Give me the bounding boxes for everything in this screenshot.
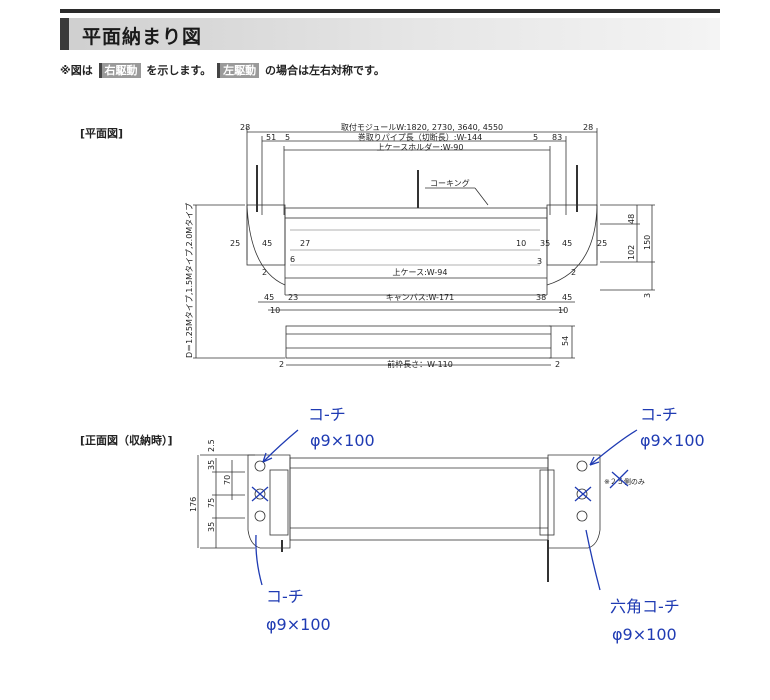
plan-view-text: 取付モジュールW:1820, 2730, 3640, 4550 巻取りパイプ長（… [185,122,652,369]
front-vdim-35a: 35 [207,460,216,470]
front-vdim-70: 70 [223,475,232,485]
vdim-150: 150 [643,235,652,250]
dim-right-10: 10 [516,239,526,248]
dim-left-25: 25 [230,239,240,248]
header-marker [60,18,69,50]
front-view-label: [正面図（収納時）] [80,434,173,447]
canvas-dim: キャンバス:W-171 [386,293,454,302]
plan-view-drawing [193,128,655,366]
handwritten-notes: コ-チ φ9×100 コ-チ φ9×100 コ-チ φ9×100 六角コ-チ φ… [266,405,705,644]
dim-right-45: 45 [562,239,572,248]
pipe-dim: 巻取りパイプ長（切断長）:W-144 [358,132,482,142]
module-dim: 取付モジュールW:1820, 2730, 3640, 4550 [341,122,503,132]
front-vdim-2-5: 2.5 [207,439,216,452]
vdim-102: 102 [627,245,636,260]
front-vdim-176: 176 [189,497,198,512]
hw-bottom-left-line2: φ9×100 [266,615,331,634]
dim-right-35: 35 [540,239,550,248]
front-frame-dim: 前枠長さ：W-110 [387,359,453,369]
vdim-48: 48 [627,214,636,224]
note-suffix: の場合は左右対称です。 [264,64,385,77]
front-view-text: 2.5 35 70 75 35 176 ※２５側のみ [189,439,645,532]
dim-right-25: 25 [597,239,607,248]
dim-right-83: 83 [552,133,562,142]
header-rule [60,9,720,13]
dim-right-3: 3 [537,257,542,266]
handwritten-marks [251,429,638,591]
dim-bottom-45-right: 45 [562,293,572,302]
drive-note: ※図は 右駆動 を示します。 左駆動 の場合は左右対称です。 [60,62,385,78]
dim-left-2: 2 [262,268,267,277]
front-vdim-75: 75 [207,498,216,508]
note-prefix: ※図は [60,64,93,77]
upper-case-dim: 上ケース:W-94 [393,268,448,277]
dim-left-5: 5 [285,133,290,142]
dim-left-27: 27 [300,239,310,248]
left-drive-tag: 左駆動 [217,63,260,78]
note-middle: を示します。 [146,64,212,77]
holder-dim: 上ケースホルダー:W-90 [377,142,464,152]
dim-bottom-45: 45 [264,293,274,302]
dim-right-2: 2 [571,268,576,277]
hw-top-left-line1: コ-チ [308,405,346,424]
right-drive-tag: 右駆動 [98,63,141,78]
right-side-note: ※２５側のみ [604,477,645,486]
vdim-3: 3 [643,293,652,298]
dim-left-51: 51 [266,133,276,142]
page-title: 平面納まり図 [82,26,203,48]
hw-top-left-line2: φ9×100 [310,431,375,450]
section-header: 平面納まり図 [60,18,720,50]
caulking-label: コーキング [430,178,470,188]
front-vdim-35b: 35 [207,522,216,532]
hw-bottom-right-line1: 六角コ-チ [610,597,680,616]
vdim-54: 54 [561,336,570,346]
dim-right-5: 5 [533,133,538,142]
dim-bottom-38: 38 [536,293,546,302]
depth-label: D＝1.25Mタイプ,1.5Mタイプ,2.0Mタイプ [185,203,194,358]
dim-left-45: 45 [262,239,272,248]
front-view-drawing [197,454,601,582]
frame-left-2: 2 [279,360,284,369]
dim-bottom-left-10: 10 [270,306,280,315]
dim-left-6: 6 [290,255,295,264]
frame-right-2: 2 [555,360,560,369]
hw-bottom-right-line2: φ9×100 [612,625,677,644]
dim-right-28: 28 [583,123,593,132]
hw-top-right-line2: φ9×100 [640,431,705,450]
dim-left-28: 28 [240,123,250,132]
dim-bottom-23: 23 [288,293,298,302]
plan-view-label: [平面図] [80,127,124,140]
hw-bottom-left-line1: コ-チ [266,587,304,606]
hw-top-right-line1: コ-チ [640,405,678,424]
dim-bottom-right-10: 10 [558,306,568,315]
